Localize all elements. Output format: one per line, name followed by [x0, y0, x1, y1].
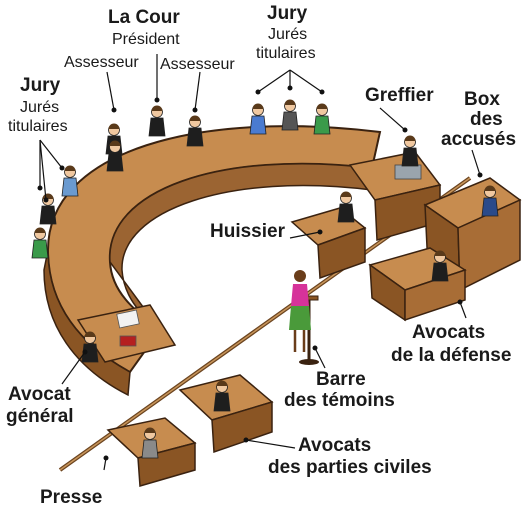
- defense-lawyer-figure: [431, 250, 449, 282]
- seated-people: [31, 99, 499, 459]
- label-jury-left: Jury: [20, 75, 61, 96]
- huissier-figure: [337, 191, 355, 223]
- huissier-desk: [290, 207, 367, 280]
- label-barre-1: Barre: [316, 369, 366, 390]
- label-huissier: Huissier: [210, 221, 285, 242]
- label-parties-civiles-2: des parties civiles: [268, 457, 432, 478]
- label-avocats-defense-1: Avocats: [412, 322, 486, 343]
- presse-figure: [141, 427, 159, 459]
- label-presse: Presse: [40, 487, 103, 508]
- juror-top-figure-2: [281, 99, 299, 131]
- witness-figure: [289, 270, 311, 352]
- label-jures-top-1: Jurés: [268, 26, 308, 43]
- label-assesseur-left: Assesseur: [64, 54, 139, 71]
- juror-left-figure-2: [61, 165, 79, 197]
- juror-top-figure-1: [249, 103, 267, 135]
- avocat-general-desk: [76, 304, 177, 363]
- label-jures-left-1: Jurés: [20, 99, 60, 116]
- label-jury-top: Jury: [267, 3, 308, 24]
- label-avocat-general-1: Avocat: [8, 384, 71, 405]
- label-box-2: des: [470, 109, 503, 130]
- accused-figure: [481, 185, 499, 217]
- label-avocats-defense-2: de la défense: [391, 345, 512, 366]
- label-assesseur-right: Assesseur: [160, 56, 235, 73]
- assessor-left-figure: [106, 140, 124, 172]
- label-box-3: accusés: [441, 129, 517, 150]
- label-avocat-general-2: général: [6, 406, 74, 427]
- juror-top-figure-3: [313, 103, 331, 135]
- label-greffier: Greffier: [365, 85, 434, 106]
- label-la-cour: La Cour: [108, 7, 180, 28]
- parties-civiles-figure: [213, 380, 231, 412]
- juror-left-figure-4: [31, 227, 49, 259]
- juror-left-figure-3: [39, 193, 57, 225]
- label-parties-civiles-1: Avocats: [298, 435, 372, 456]
- leader-lines: [37, 54, 483, 471]
- assessor-right-figure: [186, 115, 204, 147]
- president-figure: [148, 105, 166, 137]
- greffier-figure: [401, 135, 419, 167]
- label-jures-top-2: titulaires: [256, 45, 316, 62]
- label-president: Président: [112, 31, 180, 48]
- label-barre-2: des témoins: [284, 390, 395, 411]
- label-jures-left-2: titulaires: [8, 118, 68, 135]
- label-box-1: Box: [464, 89, 500, 110]
